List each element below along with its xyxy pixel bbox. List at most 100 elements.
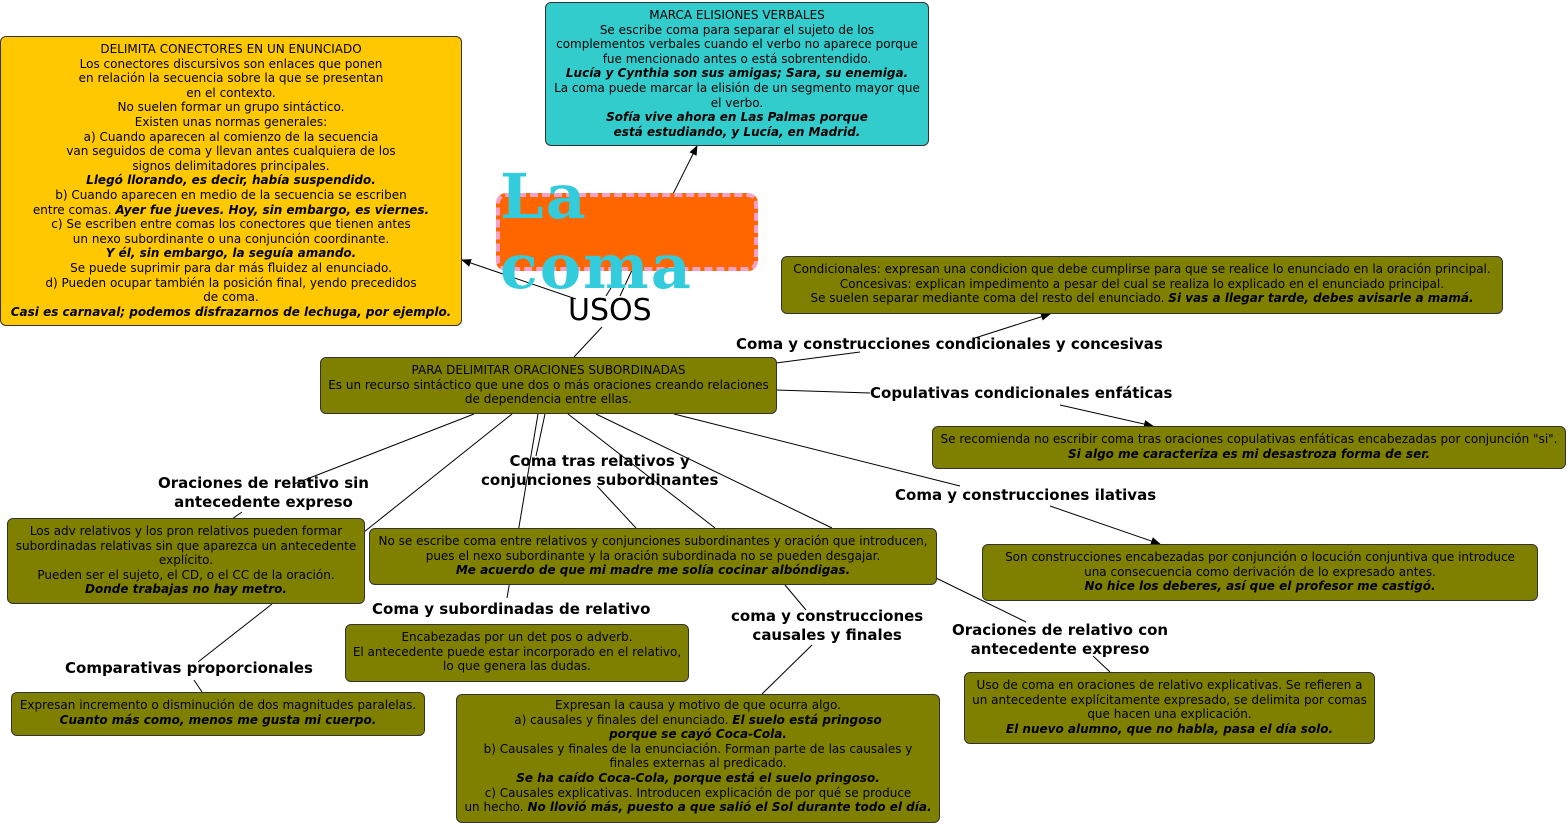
node-text: Pueden ser el sujeto, el CD, o el CC de …: [37, 567, 335, 582]
node-line: PARA DELIMITAR ORACIONES SUBORDINADAS: [327, 363, 770, 378]
node-line: complementos verbales cuando el verbo no…: [552, 37, 922, 52]
example-text: Me acuerdo de que mi madre me solía coci…: [455, 563, 851, 578]
node-text: Se suelen separar mediante coma del rest…: [810, 291, 1169, 306]
node-text: un hecho.: [464, 800, 528, 815]
link-tras-con-antecedente: [935, 577, 1027, 623]
node-text: signos delimitadores principales.: [132, 158, 330, 173]
node-text: en el contexto.: [186, 85, 276, 100]
node-text: Los conectores discursivos son enlaces q…: [79, 56, 383, 71]
node-text: lo que genera las dudas.: [442, 659, 591, 674]
node-line: Encabezadas por un det pos o adverb.: [352, 630, 682, 645]
node-line: Donde trabajas no hay metro.: [14, 582, 358, 597]
example-text: Se ha caído Coca-Cola, porque está el su…: [516, 770, 880, 785]
node-text: de dependencia entre ellas.: [464, 392, 633, 407]
node-line: explícito.: [14, 553, 358, 568]
link-sub-tras-relativos-2: [567, 413, 716, 529]
example-text: Lucía y Cynthia son sus amigas; Sara, su…: [565, 66, 909, 81]
node-text: b) Cuando aparecen en medio de la secuen…: [55, 187, 407, 202]
node-text: Condicionales: expresan una condicion qu…: [793, 262, 1491, 276]
node-text: complementos verbales cuando el verbo no…: [556, 37, 918, 52]
node-text: No suelen formar un grupo sintáctico.: [117, 100, 345, 115]
node-line: El nuevo alumno, que no habla, pasa el d…: [971, 722, 1368, 737]
node-line: MARCA ELISIONES VERBALES: [552, 8, 922, 23]
example-text: Y él, sin embargo, la seguía amando.: [105, 246, 357, 261]
node-line: una consecuencia como derivación de lo e…: [989, 565, 1531, 580]
node-text: La coma puede marcar la elisión de un se…: [554, 80, 920, 95]
example-text: Si vas a llegar tarde, debes avisarle a …: [1168, 291, 1474, 306]
node-text: el verbo.: [710, 95, 764, 110]
node-text: PARA DELIMITAR ORACIONES SUBORDINADAS: [411, 363, 686, 377]
node-line: Cuanto más como, menos me gusta mi cuerp…: [18, 713, 418, 728]
node-text: MARCA ELISIONES VERBALES: [649, 8, 825, 22]
link-usos-conectores: [461, 259, 577, 300]
node-text: Los adv relativos y los pron relativos p…: [29, 524, 343, 538]
node-line: Existen unas normas generales:: [7, 115, 455, 130]
node-text: a) Cuando aparecen al comienzo de la sec…: [83, 129, 379, 144]
node-text: subordinadas relativas sin que aparezca …: [15, 538, 357, 553]
node-line: Expresan incremento o disminución de dos…: [18, 698, 418, 713]
link-copulativas-label-node: [1059, 404, 1154, 428]
node-line: entre comas. Ayer fue jueves. Hoy, sin e…: [7, 203, 455, 218]
link-tras-relativos-label-node-1: [596, 485, 637, 529]
link-sin-antecedente-label-node: [231, 511, 243, 520]
node-line: Uso de coma en oraciones de relativo exp…: [971, 678, 1368, 693]
link-ilativas-label-node: [1049, 505, 1161, 545]
node-text: Expresan incremento o disminución de dos…: [19, 698, 417, 712]
label-comparativas: Comparativas proporcionales: [65, 659, 313, 677]
node-text: Se puede suprimir para dar más fluidez a…: [70, 260, 392, 275]
label-con-antecedente: Oraciones de relativo con antecedente ex…: [952, 621, 1169, 658]
node-line: Se recomienda no escribir coma tras orac…: [939, 432, 1559, 447]
usos-heading: USOS: [568, 293, 652, 328]
link-sub-condicionales-label: [775, 351, 861, 364]
node-line: subordinadas relativas sin que aparezca …: [14, 539, 358, 554]
node-line: en el contexto.: [7, 86, 455, 101]
node-text: una consecuencia como derivación de lo e…: [1084, 564, 1436, 579]
node-text: van seguidos de coma y llevan antes cual…: [66, 144, 396, 159]
node-line: en relación la secuencia sobre la que se…: [7, 71, 455, 86]
node-line: un antecedente explícitamente expresado,…: [971, 693, 1368, 708]
node-line: Pueden ser el sujeto, el CD, o el CC de …: [14, 568, 358, 583]
label-tras-relativos: Coma tras relativos y conjunciones subor…: [481, 452, 719, 489]
node-line: de dependencia entre ellas.: [327, 392, 770, 407]
node-line: Sofía vive ahora en Las Palmas porque: [552, 110, 922, 125]
node-text: b) Causales y finales de la enunciación.…: [483, 741, 913, 756]
node-subord-relativo: Encabezadas por un det pos o adverb.El a…: [345, 624, 689, 682]
label-ilativas: Coma y construcciones ilativas: [895, 486, 1157, 504]
node-line: pues el nexo subordinante y la oración s…: [376, 549, 930, 564]
node-line: Condicionales: expresan una condicion qu…: [788, 262, 1496, 277]
node-line: c) Causales explicativas. Introducen exp…: [463, 786, 933, 801]
node-line: está estudiando, y Lucía, en Madrid.: [552, 125, 922, 140]
node-line: Si algo me caracteriza es mi desastroza …: [939, 447, 1559, 462]
link-causales-label-node: [761, 644, 813, 695]
node-line: Se ha caído Coca-Cola, porque está el su…: [463, 771, 933, 786]
node-line: finales externas al predicado.: [463, 756, 933, 771]
label-sin-antecedente: Oraciones de relativo sin antecedente ex…: [158, 474, 369, 511]
link-sin-antecedente-comparativas: [197, 603, 273, 663]
example-text: está estudiando, y Lucía, en Madrid.: [613, 124, 861, 139]
node-line: a) Cuando aparecen al comienzo de la sec…: [7, 130, 455, 145]
link-usos-title-1: [605, 269, 623, 297]
node-line: el verbo.: [552, 96, 922, 111]
node-text: Encabezadas por un det pos o adverb.: [401, 630, 633, 644]
link-title-elisiones: [671, 145, 698, 197]
node-line: un hecho. No llovió más, puesto a que sa…: [463, 800, 933, 815]
node-line: Los conectores discursivos son enlaces q…: [7, 57, 455, 72]
node-line: porque se cayó Coca-Cola.: [463, 727, 933, 742]
node-text: de coma.: [203, 290, 259, 305]
node-line: No suelen formar un grupo sintáctico.: [7, 100, 455, 115]
example-text: El nuevo alumno, que no habla, pasa el d…: [1005, 721, 1334, 736]
example-text: porque se cayó Coca-Cola.: [609, 727, 787, 742]
node-line: Concesivas: explican impedimento a pesar…: [788, 277, 1496, 292]
node-line: La coma puede marcar la elisión de un se…: [552, 81, 922, 96]
link-sub-tras-relativos-3: [595, 413, 833, 529]
node-text: d) Pueden ocupar también la posición fin…: [45, 275, 417, 290]
node-text: Uso de coma en oraciones de relativo exp…: [976, 678, 1363, 692]
node-text: Son construcciones encabezadas por conju…: [1005, 550, 1515, 564]
link-comparativas-label-node: [193, 679, 203, 693]
link-condicionales-label-node: [974, 312, 1051, 339]
label-condicionales: Coma y construcciones condicionales y co…: [736, 335, 1163, 353]
node-line: un nexo subordinante o una conjunción co…: [7, 232, 455, 247]
node-line: signos delimitadores principales.: [7, 159, 455, 174]
